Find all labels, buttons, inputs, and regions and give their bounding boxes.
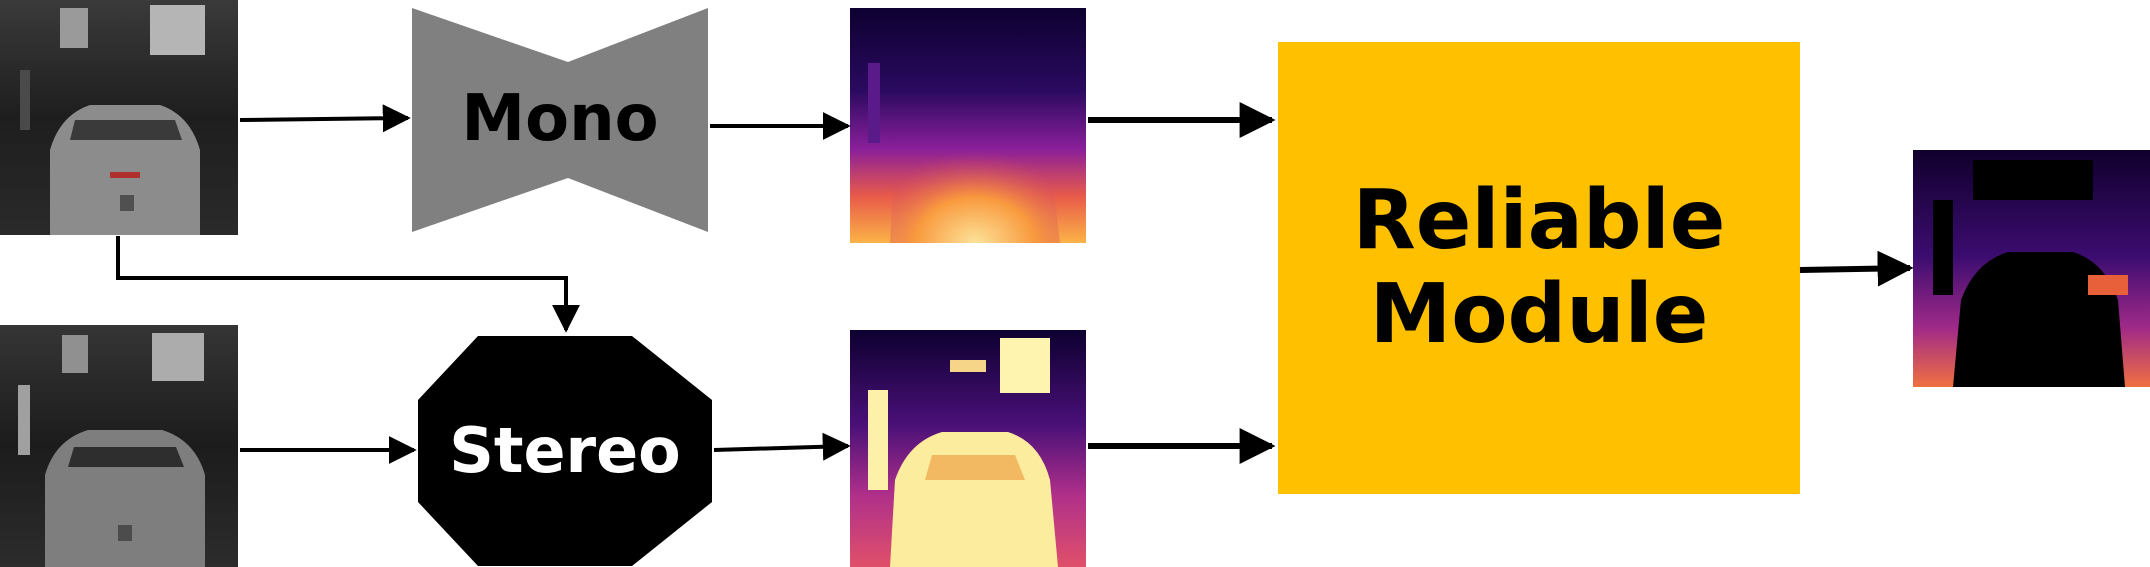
mono-label: Mono: [461, 82, 659, 157]
reliable-module-label: Reliable Module: [1278, 42, 1800, 494]
arrow-reliable-to-output: [1799, 250, 1914, 287]
reliable-module-label-line2: Module: [1369, 267, 1709, 362]
mono-depth-map: [850, 8, 1086, 243]
arrow-left-to-stereo: [116, 236, 580, 333]
stereo-label: Stereo: [449, 414, 681, 488]
reliable-module-label-line1: Reliable: [1352, 172, 1726, 268]
stereo-depth-map: [850, 330, 1086, 567]
arrow-stereo-to-depth: [713, 432, 851, 461]
reliable-module-shape: [1278, 42, 1800, 494]
stereo-node-shape: [418, 336, 712, 566]
mono-node-shape: [412, 8, 708, 232]
left-camera-image: [0, 0, 238, 235]
arrow-left-to-mono: [239, 104, 411, 133]
right-camera-image: [0, 325, 238, 567]
output-depth-map: [1913, 150, 2150, 387]
